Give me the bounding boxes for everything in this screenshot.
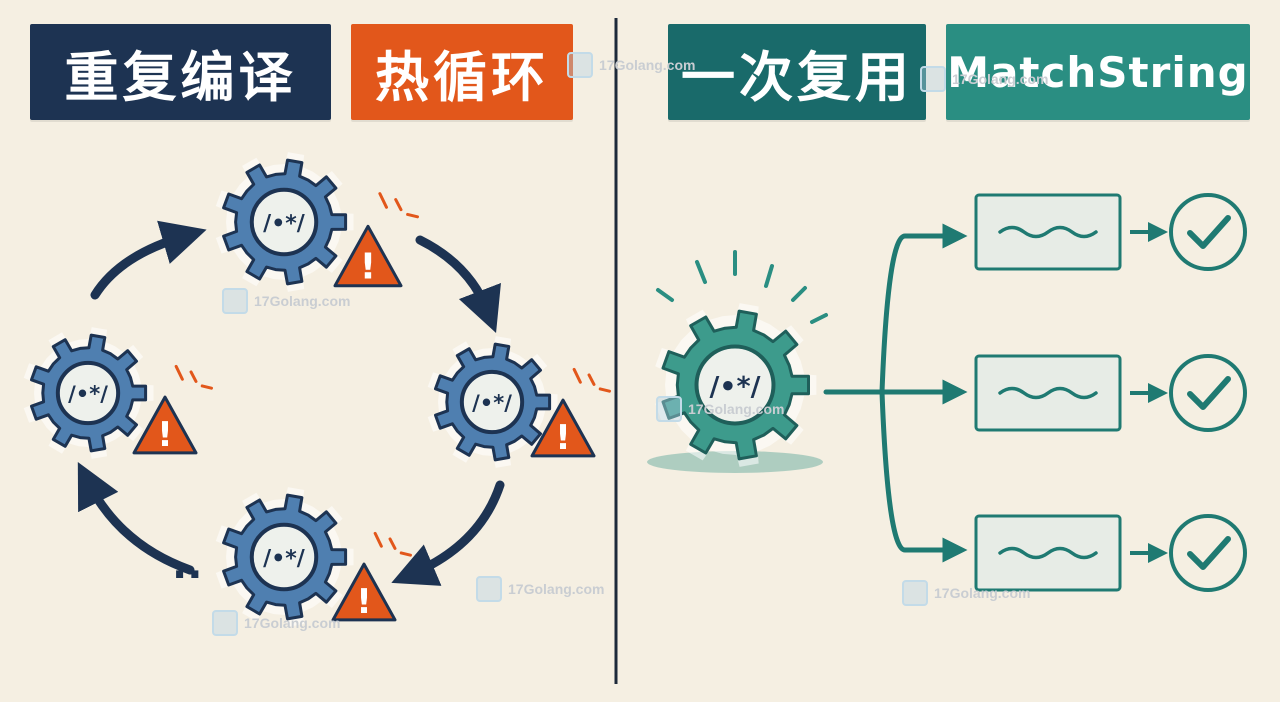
watermark: 17Golang.com (222, 288, 350, 314)
wavy-line-icon (998, 386, 1098, 400)
gear-right: /•*/ (427, 336, 558, 468)
arrow-bottom-to-left (77, 461, 195, 575)
watermark: 17Golang.com (920, 66, 1048, 92)
arrow-top-to-right (415, 235, 501, 334)
warning-left: ! (132, 364, 213, 455)
check-icon (1169, 354, 1247, 432)
gear-reuse-code-label: /•*/ (709, 371, 760, 402)
warning-right: ! (530, 367, 611, 458)
result-row (974, 193, 1247, 271)
warning-top-mark: ! (360, 247, 376, 288)
warning-left-triangle (132, 395, 198, 455)
result-row (974, 354, 1247, 432)
watermark: 17Golang.com (567, 52, 695, 78)
wavy-line-icon (998, 225, 1098, 239)
gear-top: /•*/ (215, 152, 354, 292)
gear-bottom: /•*/ (215, 487, 354, 627)
watermark-text: 17Golang.com (599, 57, 696, 73)
watermark-text: 17Golang.com (688, 401, 785, 417)
gear-shadow (647, 451, 823, 473)
gear-top-code-label: /•*/ (263, 212, 306, 237)
watermark: 17Golang.com (656, 396, 784, 422)
warning-bottom: ! (331, 531, 412, 622)
watermark-logo-icon (920, 66, 946, 92)
warning-right-alert-ticks (572, 367, 611, 393)
watermark-text: 17Golang.com (934, 585, 1031, 601)
watermark-text: 17Golang.com (244, 615, 341, 631)
warning-right-mark: ! (555, 418, 571, 458)
gear-left-hub (55, 360, 121, 426)
left-warnings: !!!! (132, 192, 611, 622)
warning-right-triangle (530, 398, 596, 458)
watermark-text: 17Golang.com (952, 71, 1049, 87)
branch-bottom (879, 389, 968, 563)
gear-left: /•*/ (23, 327, 154, 459)
warning-bottom-triangle (331, 562, 397, 622)
arrow-right-to-bottom (391, 480, 505, 586)
watermark-logo-icon (567, 52, 593, 78)
warning-left-alert-ticks (174, 364, 213, 390)
result-row (974, 514, 1247, 592)
watermark-logo-icon (902, 580, 928, 606)
check-icon (1169, 193, 1247, 271)
cycle-arrows (77, 220, 505, 586)
gear-left-code-label: /•*/ (68, 382, 108, 406)
watermark: 17Golang.com (902, 580, 1030, 606)
branch-arrows (823, 223, 968, 563)
warning-left-mark: ! (157, 415, 173, 455)
gear-reuse: /•*/ (655, 303, 817, 467)
watermark-text: 17Golang.com (508, 581, 605, 597)
cycle-ellipsis: .. (172, 542, 202, 588)
branch-top (879, 223, 968, 395)
gear-right-code-label: /•*/ (472, 391, 512, 415)
warning-bottom-mark: ! (356, 582, 372, 622)
watermark-logo-icon (656, 396, 682, 422)
watermark: 17Golang.com (476, 576, 604, 602)
gear-top-hub (249, 187, 319, 257)
gear-reuse-hub (694, 344, 776, 426)
warning-top: ! (333, 192, 419, 288)
warning-top-alert-ticks (378, 192, 419, 219)
watermark-logo-icon (222, 288, 248, 314)
wavy-line-icon (998, 546, 1098, 560)
warning-top-triangle (333, 224, 403, 288)
gear-bottom-code-label: /•*/ (263, 547, 306, 572)
watermark-logo-icon (476, 576, 502, 602)
watermark: 17Golang.com (212, 610, 340, 636)
label-matchstring: MatchString (946, 24, 1250, 120)
watermark-logo-icon (212, 610, 238, 636)
warning-bottom-alert-ticks (373, 531, 412, 557)
left-gears: /•*/ /•*/ /•*/ /•*/ (23, 152, 558, 627)
check-icon (1169, 514, 1247, 592)
gear-bottom-hub (249, 522, 319, 592)
arrow-left-to-top (90, 220, 207, 300)
right-gear: /•*/ (647, 303, 823, 473)
label-hot-loop: 热循环 (351, 24, 573, 120)
label-recompile: 重复编译 (30, 24, 331, 120)
label-reuse-once: 一次复用 (668, 24, 926, 120)
spark-lines (656, 250, 828, 324)
gear-right-hub (459, 369, 525, 435)
watermark-text: 17Golang.com (254, 293, 351, 309)
result-rows (974, 193, 1247, 592)
